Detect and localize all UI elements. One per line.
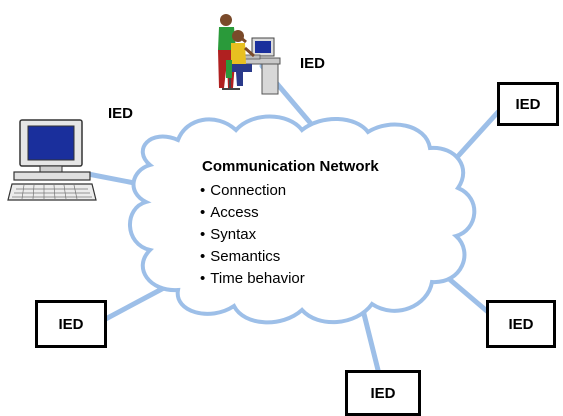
people-at-workstation-icon xyxy=(218,14,281,95)
network-aspects-list: Connection Access Syntax Semantics Time … xyxy=(200,180,305,290)
list-item: Time behavior xyxy=(200,268,304,290)
ied-box-bottom: IED xyxy=(345,370,421,416)
list-item: Access xyxy=(200,202,305,224)
ied-box-right-top: IED xyxy=(497,82,559,126)
workstation-ied-label: IED xyxy=(300,55,326,72)
ied-box-label: IED xyxy=(508,315,534,333)
list-item: Connection xyxy=(200,180,305,202)
link-right-bottom xyxy=(445,275,491,315)
ied-box-label: IED xyxy=(370,384,396,402)
ied-box-right-bottom: IED xyxy=(486,300,556,348)
ied-box-label: IED xyxy=(58,315,84,333)
network-title: Communication Network xyxy=(202,158,379,175)
list-item: Syntax xyxy=(200,224,305,246)
link-bottom xyxy=(359,303,381,373)
computer-ied-label: IED xyxy=(108,105,134,122)
ied-box-left-bottom: IED xyxy=(35,300,107,348)
list-item: Semantics xyxy=(200,246,305,268)
desktop-computer-icon xyxy=(7,119,97,201)
ied-box-label: IED xyxy=(515,95,541,113)
